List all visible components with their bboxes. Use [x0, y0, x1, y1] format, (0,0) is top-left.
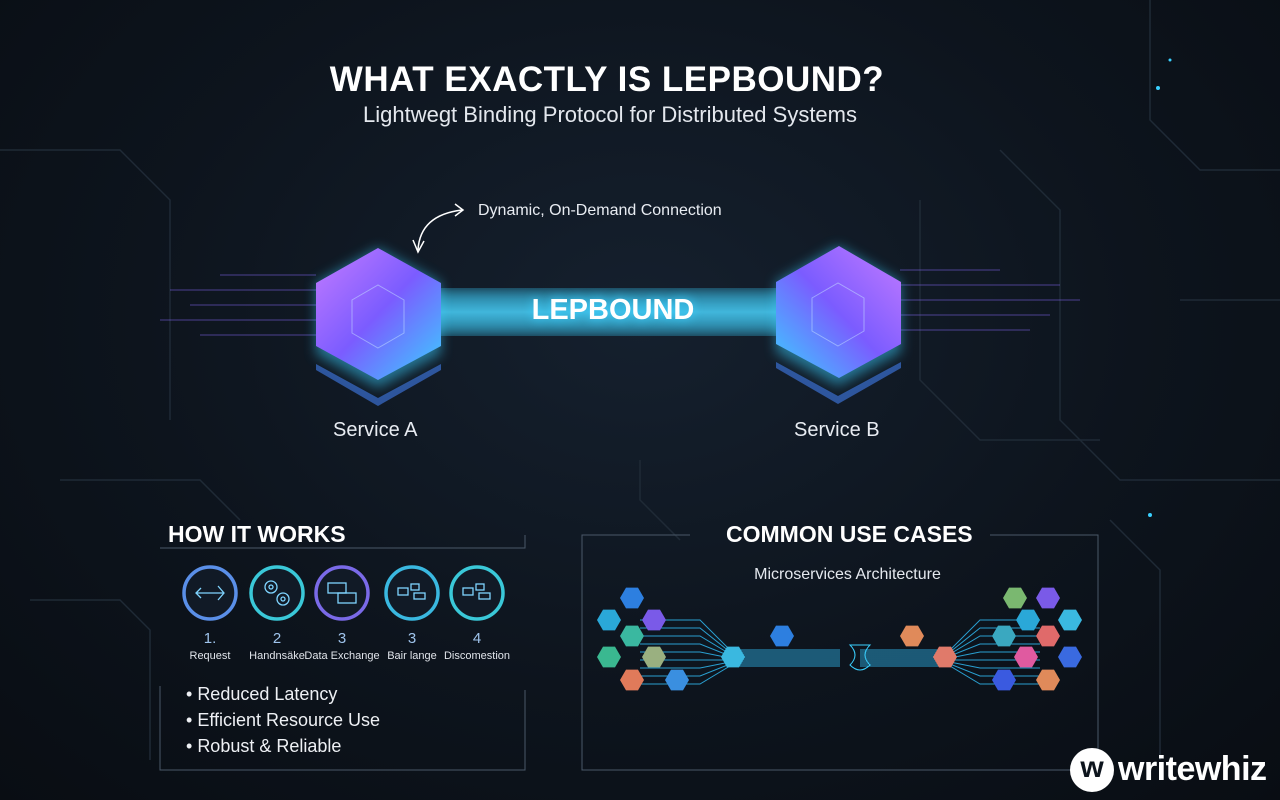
- step-glyph: [264, 580, 290, 606]
- step-number: 4: [472, 630, 482, 647]
- step-glyph: [462, 583, 491, 600]
- service-node: [620, 587, 644, 609]
- modules-icon: [384, 565, 440, 621]
- logo-text: writewhiz: [1118, 750, 1267, 788]
- step-number: 2: [272, 630, 282, 647]
- microservices-network: [597, 587, 1082, 691]
- benefits-box: [159, 686, 526, 771]
- use-cases-box: [581, 534, 1099, 771]
- service-node: [665, 669, 689, 691]
- beam-label: LEPBOUND: [531, 294, 695, 326]
- writewhiz-logo-icon: w: [1070, 748, 1114, 792]
- service-node: [1058, 646, 1082, 668]
- service-a-label: Service A: [333, 419, 418, 441]
- service-node: [1016, 609, 1040, 631]
- step-number: 3: [337, 630, 347, 647]
- service-b-label: Service B: [794, 419, 880, 441]
- step-label: Bair lange: [387, 650, 437, 662]
- step-label: Data Exchange: [304, 650, 380, 662]
- service-node: [620, 625, 644, 647]
- step-glyph: [397, 583, 426, 600]
- service-node: [1036, 587, 1060, 609]
- service-node: [770, 625, 794, 647]
- page-subtitle: Lightwegt Binding Protocol for Distribut…: [362, 102, 857, 127]
- use-cases-title: COMMON USE CASES: [726, 521, 973, 547]
- service-node: [642, 646, 666, 668]
- service-a-hexagon: [316, 248, 441, 406]
- benefit-label: Robust & Reliable: [197, 736, 342, 756]
- service-node: [1003, 587, 1027, 609]
- service-node: [933, 646, 957, 668]
- step-glyph: [195, 585, 225, 601]
- service-node: [900, 625, 924, 647]
- step-label: Handnsäke: [249, 650, 305, 662]
- service-node: [642, 609, 666, 631]
- service-node: [597, 609, 621, 631]
- service-node: [1036, 669, 1060, 691]
- service-node: [992, 669, 1016, 691]
- service-node: [1014, 646, 1038, 668]
- how-it-works-title: HOW IT WORKS: [168, 521, 346, 547]
- service-node: [1036, 625, 1060, 647]
- step-number: 1.: [203, 630, 217, 647]
- benefit-item: • Reduced Latency: [186, 684, 338, 704]
- step-glyph: [327, 582, 357, 604]
- benefit-item: • Robust & Reliable: [186, 736, 342, 756]
- page-title: WHAT EXACTLY IS LEPBOUND?: [329, 60, 885, 99]
- service-node: [1058, 609, 1082, 631]
- annotation-arrow-icon: [417, 209, 463, 251]
- use-case-subtitle: Microservices Architecture: [754, 566, 941, 583]
- benefit-item: • Efficient Resource Use: [186, 710, 381, 730]
- service-node: [620, 669, 644, 691]
- service-node: [721, 646, 745, 668]
- service-node: [992, 625, 1016, 647]
- service-node: [597, 646, 621, 668]
- benefit-label: Efficient Resource Use: [197, 710, 381, 730]
- step-label: Request: [189, 650, 231, 662]
- annotation-label: Dynamic, On-Demand Connection: [478, 202, 722, 219]
- step-label: Discomestion: [443, 650, 511, 662]
- service-b-hexagon: [776, 246, 901, 404]
- modules-icon: [449, 565, 505, 621]
- benefit-label: Reduced Latency: [197, 684, 338, 704]
- gears-icon: [249, 565, 305, 621]
- step-number: 3: [407, 630, 417, 647]
